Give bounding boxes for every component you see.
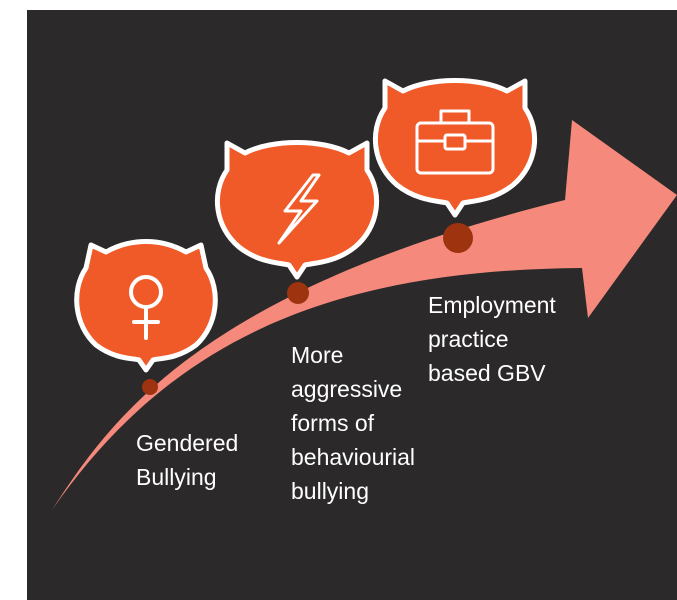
stage-1-line: Gendered (136, 430, 239, 456)
stage-3-label: Employment practice based GBV (428, 288, 556, 390)
stage-3-line: practice (428, 326, 509, 352)
stage-2-line: bullying (291, 478, 369, 504)
stage-2-line: aggressive (291, 376, 403, 402)
briefcase-icon (415, 109, 495, 175)
stage-1-label: Gendered Bullying (136, 426, 238, 494)
stage-1-badge (74, 239, 218, 373)
female-symbol-icon (129, 275, 163, 340)
stage-2-badge (214, 140, 380, 280)
stage-2-label: More aggressive forms of behaviourial bu… (291, 338, 415, 508)
stage-3-line: Employment (428, 292, 556, 318)
stage-1-line: Bullying (136, 464, 217, 490)
stage-3-line: based GBV (428, 360, 546, 386)
stage-3-marker (443, 223, 473, 253)
stage-2-marker (287, 282, 309, 304)
stage-1-marker (142, 379, 158, 395)
stage-2-line: forms of (291, 410, 375, 436)
stage-3-badge (372, 78, 538, 218)
stage-2-line: behaviourial (291, 444, 416, 470)
progression-arrow (52, 120, 677, 510)
lightning-bolt-icon (277, 173, 321, 245)
stage-2-line: More (291, 342, 344, 368)
